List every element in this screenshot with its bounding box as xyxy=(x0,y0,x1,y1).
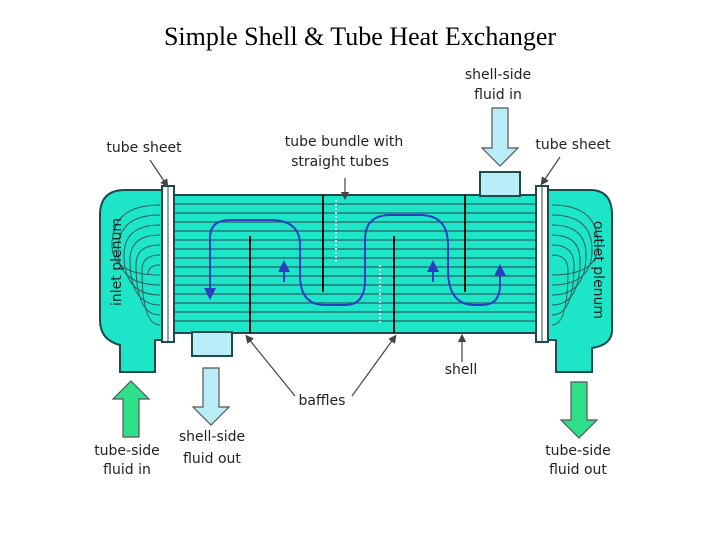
label-shell: shell xyxy=(445,362,478,378)
page-title: Simple Shell & Tube Heat Exchanger xyxy=(163,22,557,51)
label-tube-side-in-1: tube-side xyxy=(94,443,160,459)
baffle-gaps xyxy=(335,200,381,325)
tube-out-arrow xyxy=(559,381,599,439)
label-tube-side-out-2: fluid out xyxy=(549,462,607,478)
outlet-plenum xyxy=(547,189,613,373)
label-shell-side-out-2: fluid out xyxy=(183,451,241,467)
inlet-plenum xyxy=(99,189,166,373)
label-shell-side-in-1: shell-side xyxy=(465,67,531,83)
shell-outlet-nozzle xyxy=(191,331,233,357)
baffles xyxy=(249,195,466,333)
label-outlet-plenum: outlet plenum xyxy=(590,221,606,319)
label-tube-bundle-2: straight tubes xyxy=(291,154,389,170)
shell-out-arrow xyxy=(191,367,231,426)
tube-in-arrow xyxy=(111,380,151,438)
shell-inlet-nozzle xyxy=(479,171,521,197)
label-baffles: baffles xyxy=(299,393,346,409)
shell-in-arrow xyxy=(480,107,520,167)
label-tube-sheet-left: tube sheet xyxy=(106,140,182,156)
label-tube-sheet-right: tube sheet xyxy=(535,137,611,153)
shell-flow-path xyxy=(204,214,506,306)
label-tube-side-in-2: fluid in xyxy=(103,462,151,478)
label-tube-bundle-1: tube bundle with xyxy=(285,134,404,150)
tube-sheet-left xyxy=(161,185,175,343)
label-inlet-plenum: inlet plenum xyxy=(109,218,125,306)
label-tube-side-out-1: tube-side xyxy=(545,443,611,459)
leader-lines xyxy=(149,156,561,397)
label-shell-side-out-1: shell-side xyxy=(179,429,245,445)
tube-sheet-right xyxy=(535,185,549,343)
shell-body xyxy=(167,194,541,334)
label-shell-side-in-2: fluid in xyxy=(474,87,522,103)
